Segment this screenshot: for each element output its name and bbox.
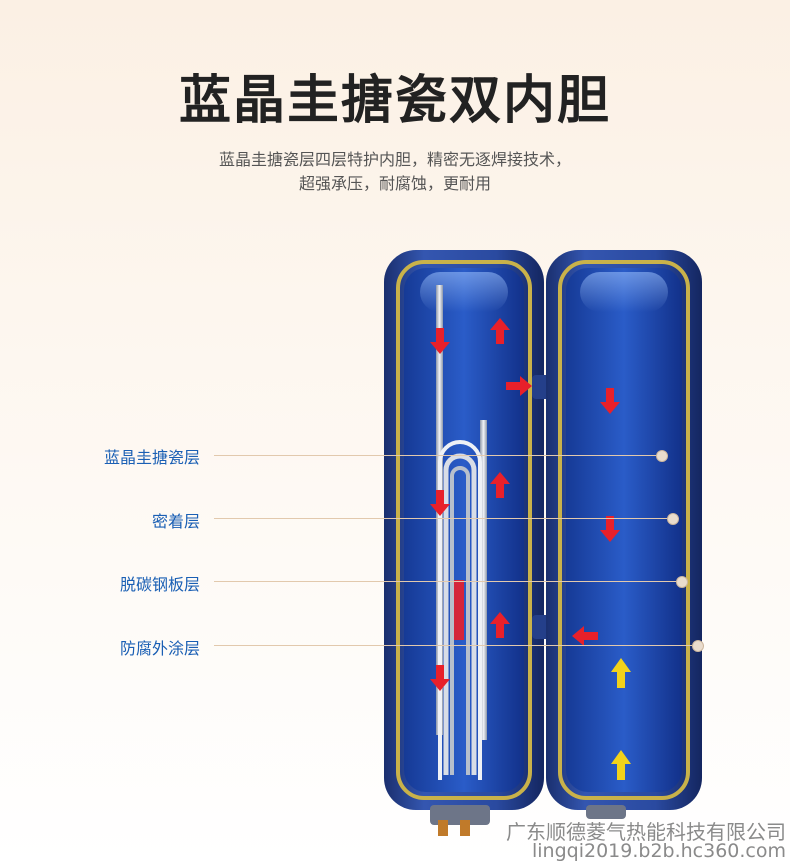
arrow-down-icon bbox=[430, 490, 450, 516]
subtitle-line-2: 超强承压，耐腐蚀，更耐用 bbox=[298, 174, 491, 193]
layer-label-enamel: 蓝晶圭搪瓷层 bbox=[103, 448, 200, 467]
leader-line bbox=[214, 518, 672, 519]
arrow-up-icon bbox=[490, 318, 510, 344]
arrow-right-icon bbox=[506, 376, 532, 396]
layer-label-adhesion: 密着层 bbox=[151, 512, 200, 531]
arrow-up-icon bbox=[490, 612, 510, 638]
leader-line bbox=[214, 455, 661, 456]
leader-line bbox=[214, 581, 681, 582]
flow-arrows bbox=[430, 318, 620, 691]
leader-dot bbox=[676, 576, 688, 588]
page-title: 蓝晶圭搪瓷双内胆 bbox=[178, 71, 611, 131]
watermark-company: 广东顺德菱气热能科技有限公司 bbox=[506, 820, 786, 844]
arrow-left-icon bbox=[572, 626, 598, 646]
leader-dot bbox=[656, 450, 668, 462]
arrow-up-icon bbox=[611, 750, 631, 780]
layer-label-coating: 防腐外涂层 bbox=[119, 639, 200, 658]
heating-element bbox=[438, 440, 482, 780]
double-tank-illustration bbox=[384, 250, 702, 836]
subtitle-line-1: 蓝晶圭搪瓷层四层特护内胆，精密无逐焊接技术， bbox=[218, 150, 571, 169]
arrow-up-icon bbox=[490, 472, 510, 498]
watermark-site: lingqi2019.b2b.hc360.com bbox=[531, 840, 786, 862]
left-tank bbox=[384, 250, 544, 810]
arrow-down-icon bbox=[430, 665, 450, 691]
layer-label-steel: 脱碳钢板层 bbox=[119, 575, 200, 594]
arrow-down-icon bbox=[600, 388, 620, 414]
right-tank bbox=[546, 250, 702, 810]
leader-line bbox=[214, 645, 692, 646]
leader-dot bbox=[692, 640, 704, 652]
arrow-up-icon bbox=[611, 658, 631, 688]
arrow-down-icon bbox=[430, 328, 450, 354]
arrow-down-icon bbox=[600, 516, 620, 542]
leader-dot bbox=[667, 513, 679, 525]
